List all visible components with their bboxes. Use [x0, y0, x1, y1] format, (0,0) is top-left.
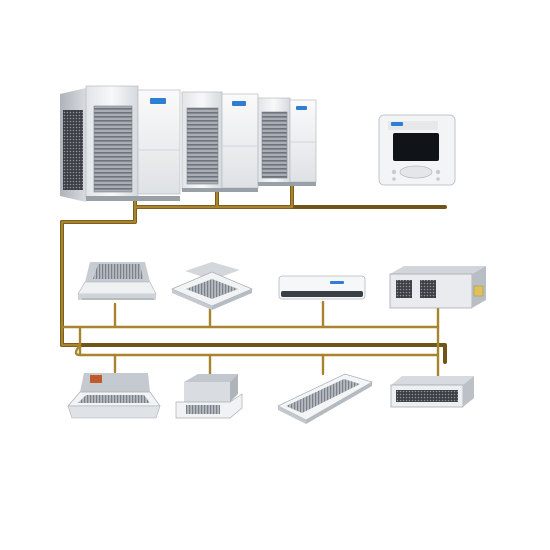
ceiling-cassette-1way	[77, 262, 157, 300]
slim-duct	[390, 376, 474, 408]
main-riser-pipe	[60, 205, 137, 347]
dpad-button-icon	[399, 165, 433, 179]
outdoor-unit-bank	[60, 85, 317, 202]
outdoor-module-3	[257, 97, 317, 186]
outdoor-module-1	[60, 85, 181, 202]
ceiling-cassette-2way	[67, 373, 161, 419]
controller-screen	[393, 133, 439, 161]
brand-logo-icon	[150, 98, 166, 104]
compact-cassette-4way	[175, 374, 243, 419]
ducted-high-static	[389, 266, 486, 309]
brand-logo-icon	[296, 106, 307, 110]
ceiling-floor-console	[277, 373, 373, 424]
display-indicator-icon	[330, 281, 344, 284]
outdoor-module-2	[181, 91, 259, 192]
brand-logo-icon	[232, 101, 246, 106]
brand-logo-icon	[391, 122, 403, 126]
wired-controller	[378, 114, 456, 186]
ceiling-cassette-4way	[171, 262, 253, 310]
wall-mounted-split	[278, 275, 366, 300]
